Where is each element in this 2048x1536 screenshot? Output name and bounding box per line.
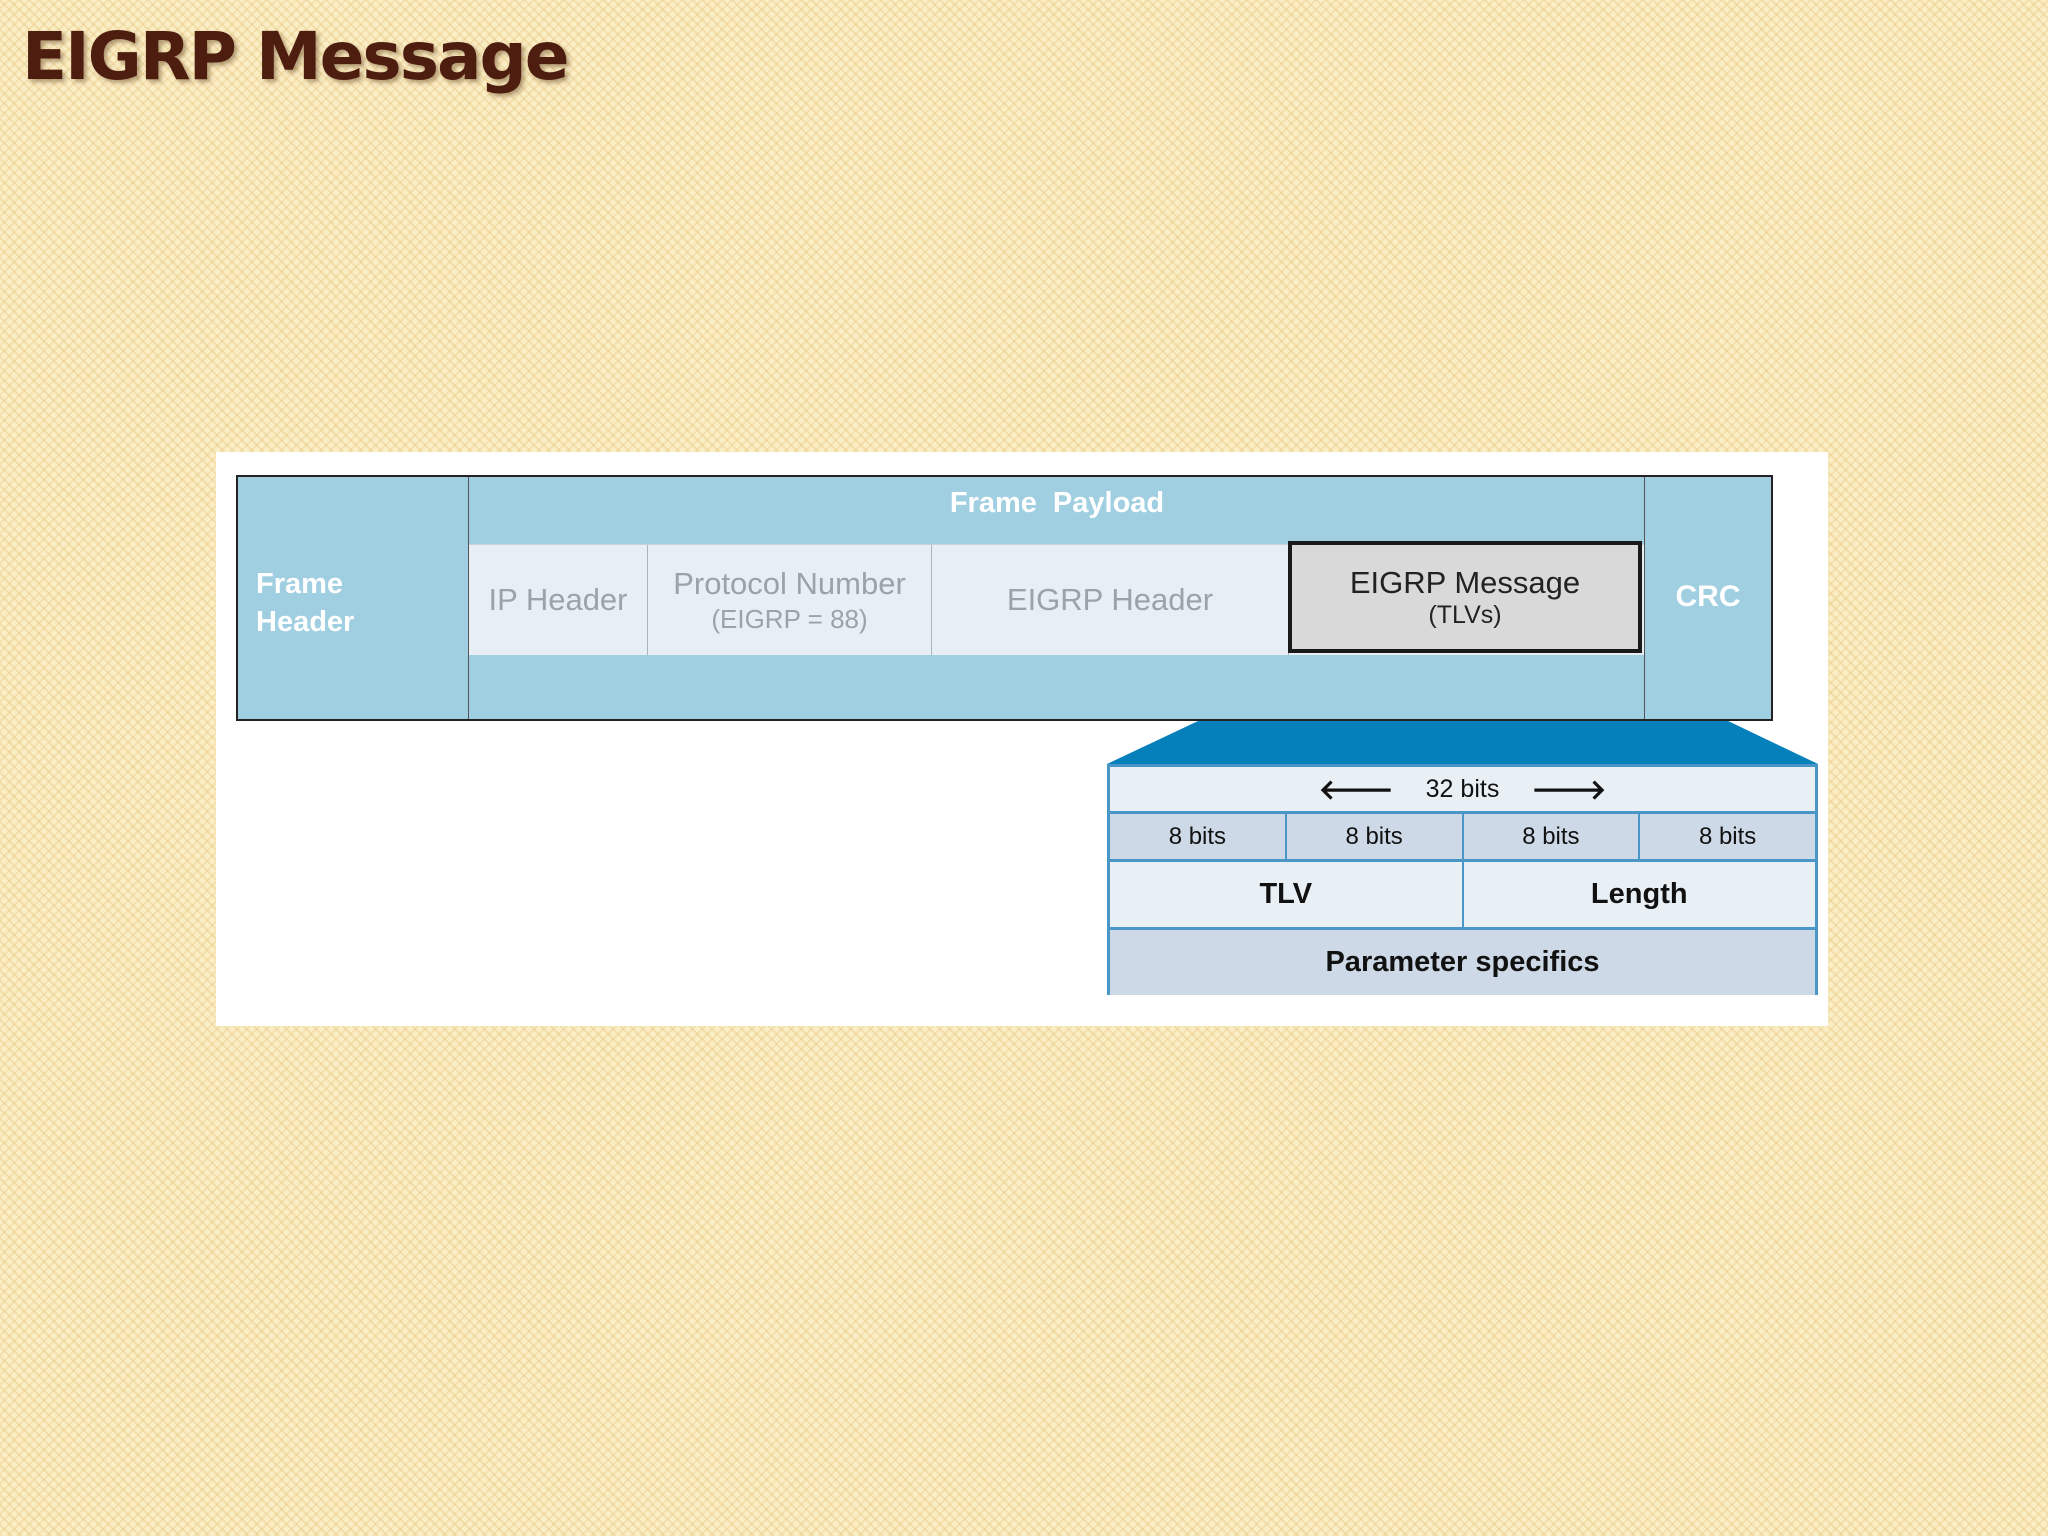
tlv-byte-row: 8 bits 8 bits 8 bits 8 bits [1110,814,1815,862]
protocol-number-cell: Protocol Number (EIGRP = 88) [648,545,932,655]
parameter-specifics-field: Parameter specifics [1110,930,1815,995]
crc-label: CRC [1675,580,1741,613]
length-field: Length [1590,878,1688,910]
protocol-number-text: Protocol Number [673,565,906,601]
slide-title: EIGRP Message [22,18,570,95]
byte-label: 8 bits [1287,814,1464,859]
tlv-structure: 🡐 32 bits 🡒 8 bits 8 bits 8 bits 8 bits … [1107,764,1818,995]
tlv-field: TLV [1110,862,1464,927]
byte-label: 8 bits [1464,814,1641,859]
protocol-number-sub: (EIGRP = 88) [711,603,868,634]
frame-divider-right [1644,477,1645,719]
frame-divider-left [468,477,469,719]
frame-header-line1: Frame [256,568,344,600]
byte-label: 8 bits [1698,822,1757,850]
frame-header-label: Frame Header [256,565,456,641]
eigrp-message-text: EIGRP Message [1349,564,1581,600]
right-arrow-icon: 🡒 [1531,774,1607,805]
byte-label: 8 bits [1110,814,1287,859]
frame-payload-label: Frame Payload [949,487,1165,519]
eigrp-message-sub: (TLVs) [1428,600,1502,629]
tlv-width-label: 32 bits [1425,774,1500,803]
ip-header-cell: IP Header [469,545,648,655]
diagram-panel: Frame Header Frame Payload IP Header Pro… [216,452,1828,1026]
frame-header-line2: Header [256,606,355,638]
eigrp-header-cell: EIGRP Header [932,545,1289,655]
eigrp-message-cell: EIGRP Message (TLVs) [1288,541,1642,653]
ip-header-text: IP Header [488,582,628,617]
left-arrow-icon: 🡐 [1318,774,1394,805]
tlv-fields-row: TLV Length [1110,862,1815,930]
tlv-width-row: 🡐 32 bits 🡒 [1110,767,1815,814]
eigrp-header-text: EIGRP Header [1006,582,1214,617]
